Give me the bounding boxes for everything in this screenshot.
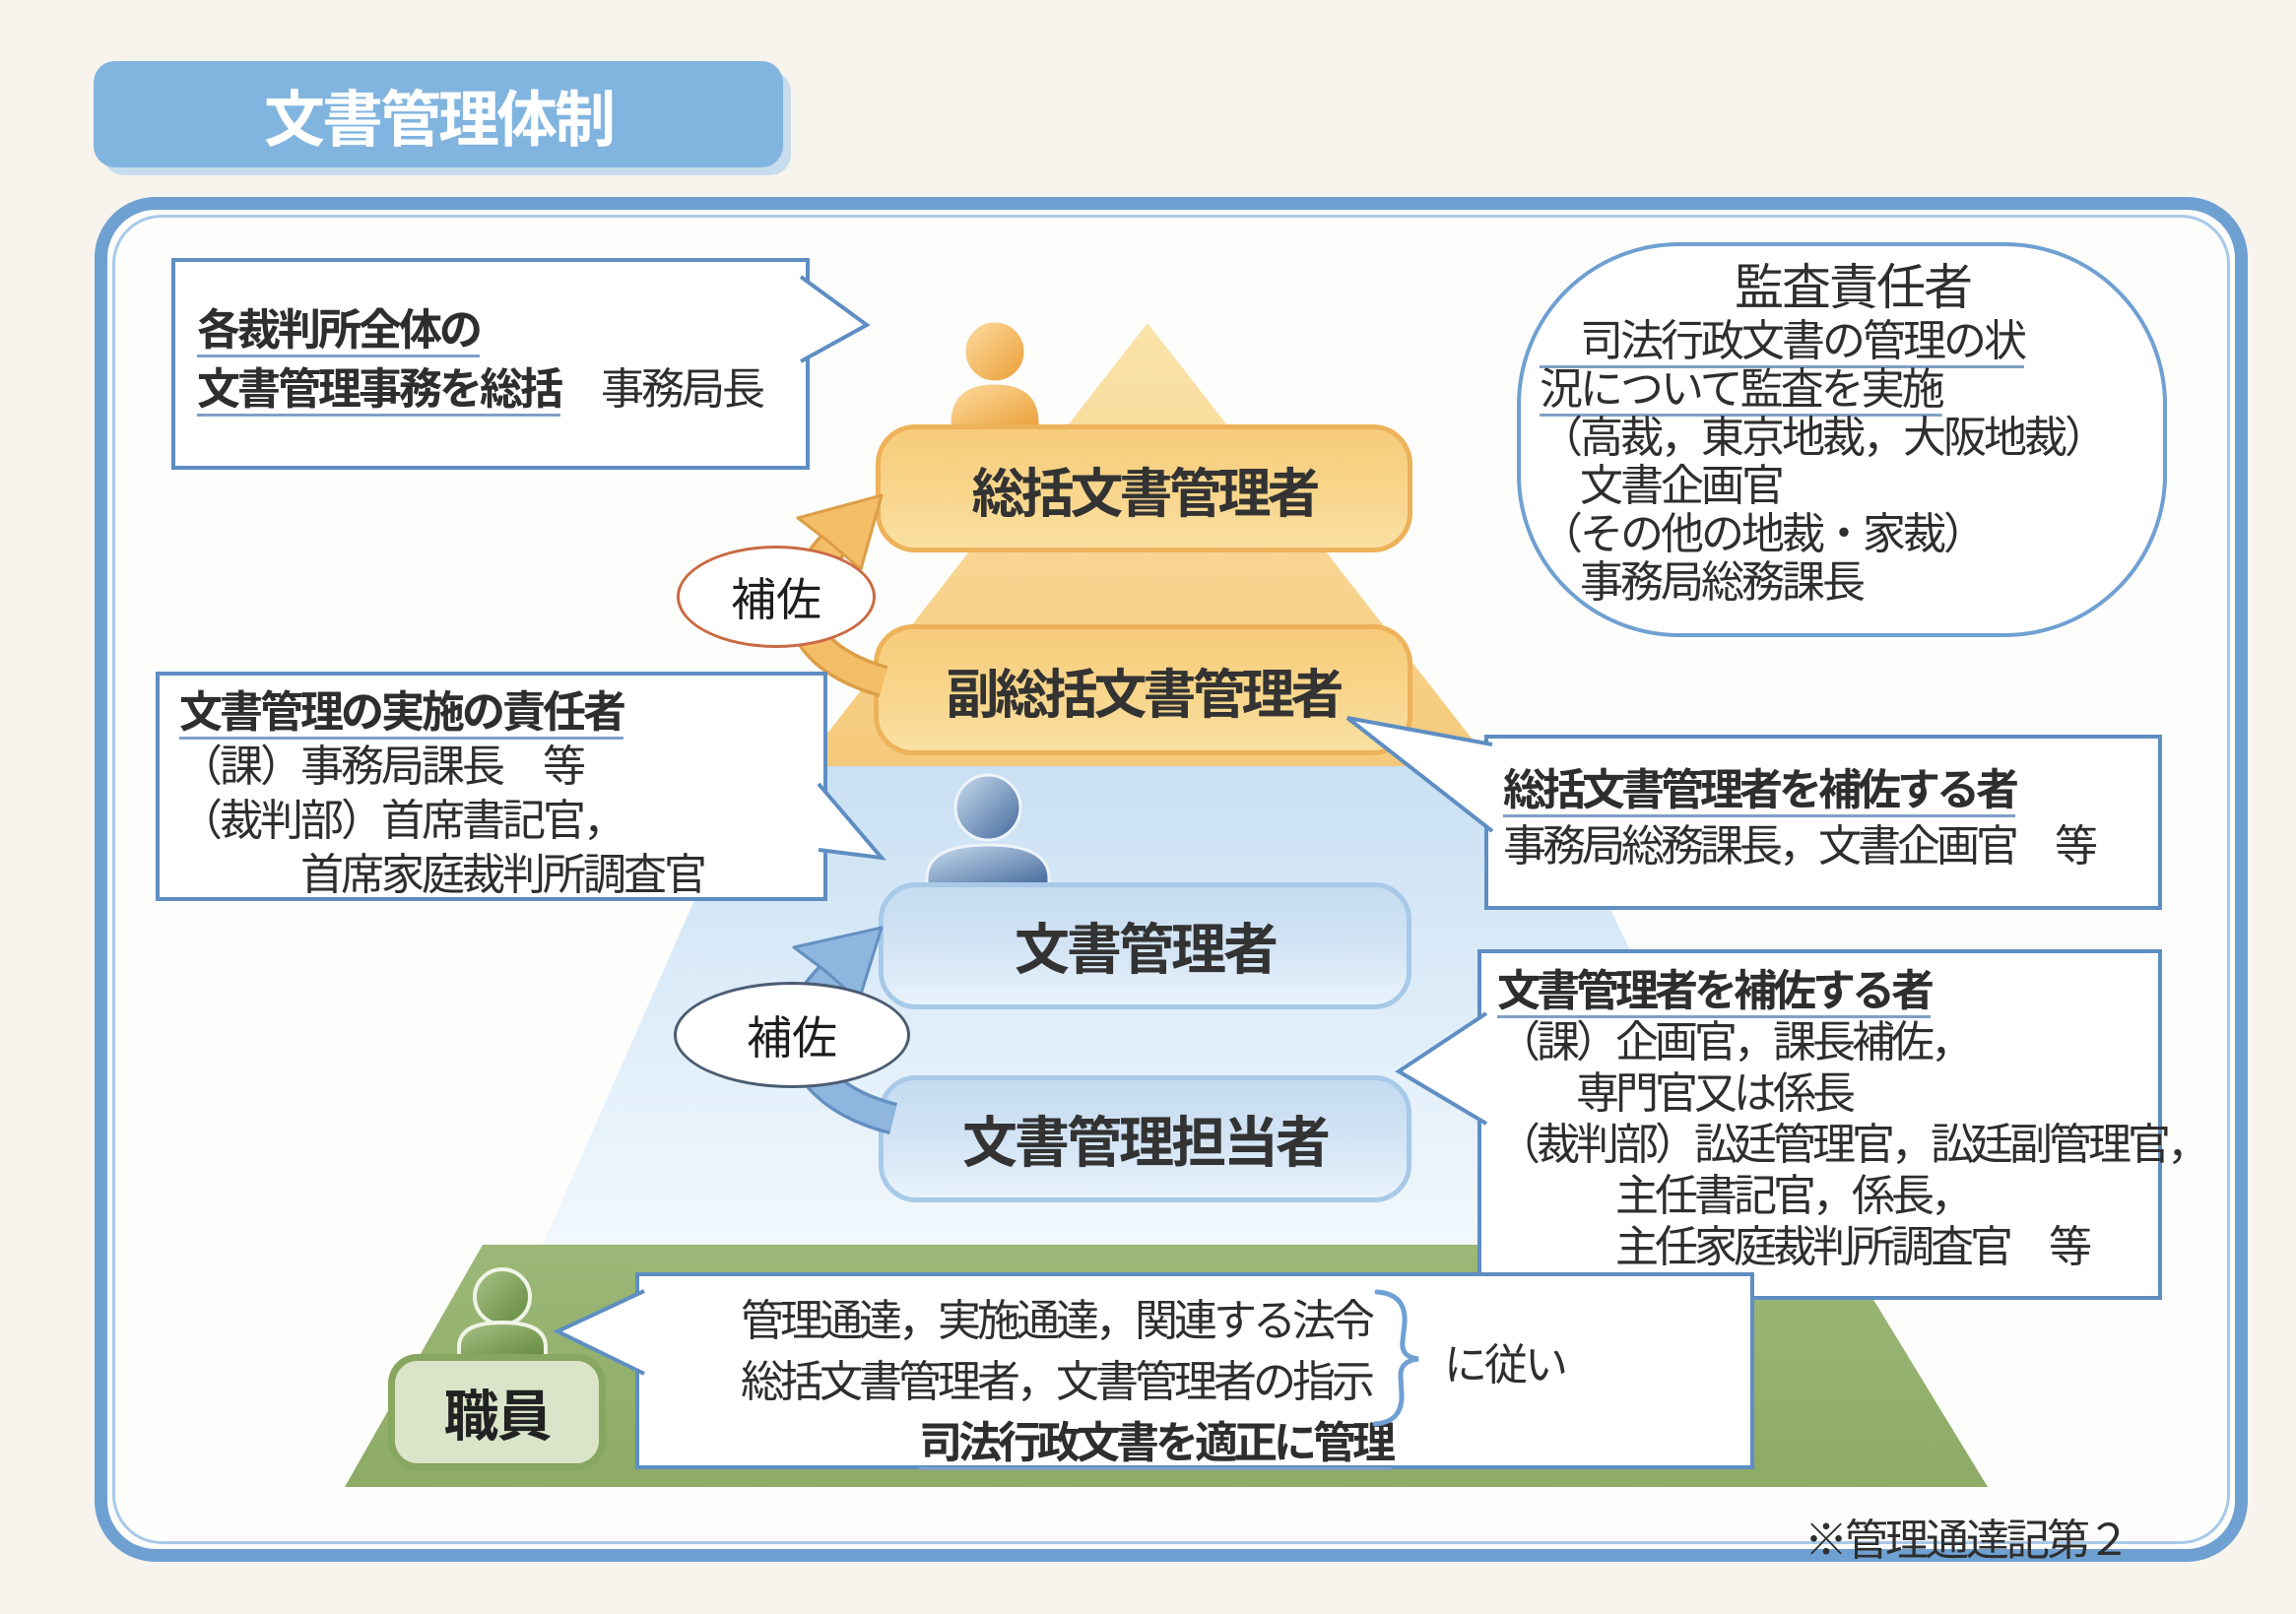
level-label: 総括文書管理者 [971, 449, 1321, 528]
audit-line5: （その他の地裁・家裁） [1540, 498, 1987, 561]
audit-line3: （高裁，東京地裁，大阪地裁） [1540, 402, 2108, 465]
assist-ellipse-top: 補佐 [677, 546, 876, 648]
staff-label: 職員 [443, 1372, 553, 1453]
level-box-bunsho-tantousha: 文書管理担当者 [879, 1075, 1411, 1202]
assist-ellipse-bottom: 補佐 [674, 982, 910, 1088]
assist-manager-callout-text: 文書管理者を補佐する者 （課）企画官，課長補佐， 専門官又は係長 （裁判部）訟廷… [1497, 961, 2210, 1268]
implementation-callout-text: 文書管理の実施の責任者 （課）事務局課長 等 （裁判部）首席書記官， 首席家庭裁… [179, 681, 707, 898]
assist-manager-line5: 主任家庭裁判所調査官 等 [1497, 1211, 2092, 1274]
staff-duty-line2: 総括文書管理者，文書管理者の指示 [741, 1346, 1375, 1409]
assist-label: 補佐 [731, 564, 821, 629]
audit-callout-text: 監査責任者 司法行政文書の管理の状 況について監査を実施 （高裁，東京地裁，大阪… [1540, 254, 2166, 603]
title-banner: 文書管理体制 [94, 61, 783, 167]
diagram-frame-inner-line [112, 215, 2230, 1544]
assist-general-title: 総括文書管理者を補佐する者 [1503, 754, 2019, 817]
implementation-title: 文書管理の実施の責任者 [179, 677, 626, 740]
level-box-soukatsu-bunsho-kanrisha: 総括文書管理者 [876, 424, 1412, 552]
level-label: 文書管理者 [1015, 906, 1279, 986]
audit-line6: 事務局総務課長 [1540, 547, 1866, 610]
implementation-line3: 首席家庭裁判所調査官 [179, 839, 707, 902]
secretary-callout-text: 各裁判所全体の 文書管理事務を総括 事務局長 [197, 294, 765, 417]
footnote: ※管理通達記第２ [1804, 1505, 2131, 1568]
audit-line2: 況について監査を実施 [1540, 354, 1945, 417]
level-label: 文書管理担当者 [962, 1099, 1331, 1179]
audit-line1: 司法行政文書の管理の状 [1540, 305, 2027, 368]
staff-duty-line3: 司法行政文書を適正に管理 [919, 1407, 1396, 1470]
callout-secretary-general [171, 258, 810, 470]
audit-title: 監査責任者 [1735, 248, 1973, 319]
callout-audit-bubble [1517, 242, 2167, 637]
level-box-fuku-soukatsu: 副総括文書管理者 [874, 624, 1412, 755]
level-box-staff: 職員 [388, 1354, 606, 1470]
level-box-bunsho-kanrisha: 文書管理者 [879, 882, 1411, 1009]
secretary-role: 事務局長 [560, 354, 765, 417]
assist-general-line1: 事務局総務課長，文書企画官 等 [1503, 810, 2098, 873]
page-title: 文書管理体制 [263, 70, 616, 159]
assist-general-callout-text: 総括文書管理者を補佐する者 事務局総務課長，文書企画官 等 [1503, 758, 2098, 873]
staff-duty-line1: 管理通達，実施通達，関連する法令 [741, 1285, 1375, 1348]
secretary-line1: 各裁判所全体の [197, 294, 483, 357]
staff-duty-suffix: に従い [1444, 1329, 1568, 1392]
level-label: 副総括文書管理者 [946, 651, 1345, 729]
secretary-line2: 文書管理事務を総括 [197, 354, 563, 417]
staff-duty-text: 管理通達，実施通達，関連する法令 総括文書管理者，文書管理者の指示 [741, 1285, 1375, 1409]
audit-line4: 文書企画官 [1540, 450, 1785, 513]
assist-label: 補佐 [747, 1002, 837, 1067]
